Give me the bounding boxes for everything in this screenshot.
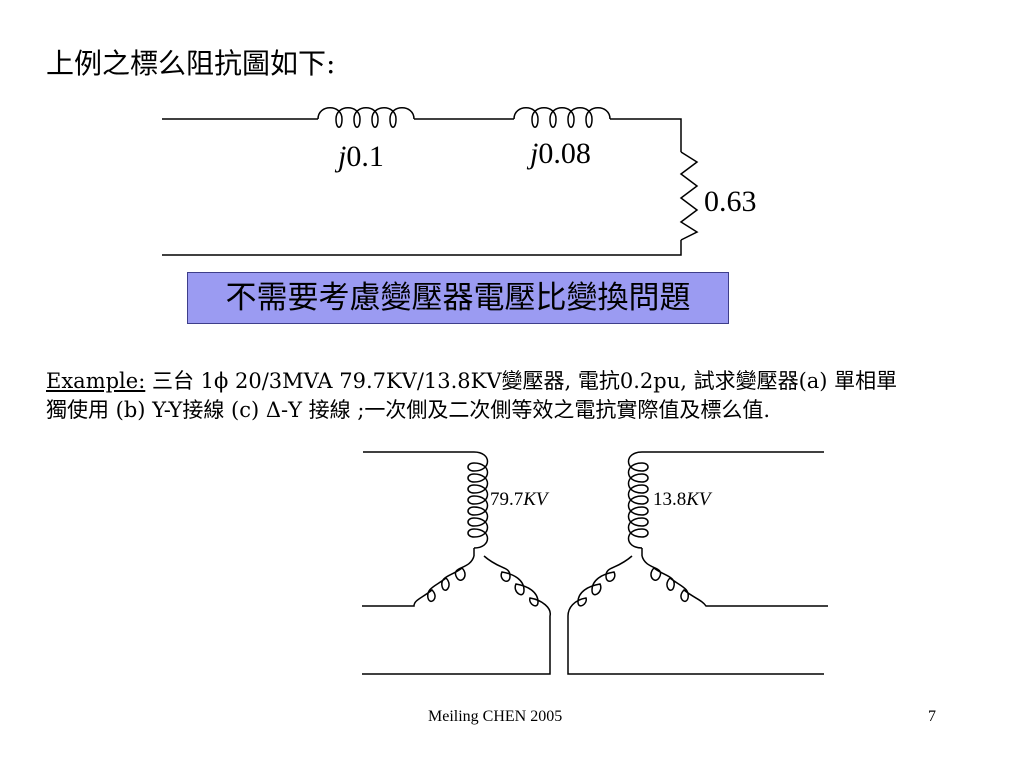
secondary-voltage-unit: KV xyxy=(686,489,711,510)
primary-right-coil xyxy=(362,555,551,675)
secondary-right-coil xyxy=(641,555,828,607)
reactance-x1-value: 0.1 xyxy=(346,140,384,173)
load-resistance-label: 0.63 xyxy=(704,185,757,218)
primary-voltage-label: 79.7KV xyxy=(490,489,548,511)
note-box: 不需要考慮變壓器電壓比變換問題 xyxy=(187,272,729,324)
reactance-x1-prefix: j xyxy=(338,140,347,173)
reactance-x2-label: j0.08 xyxy=(530,137,591,171)
secondary-vertical-coil xyxy=(627,451,649,549)
example-label: Example: xyxy=(46,369,146,393)
example-line-2: 獨使用 (b) Y-Y接線 (c) Δ-Y 接線 ;一次側及二次側等效之電抗實際… xyxy=(46,398,771,422)
example-text: Example: 三台 1ϕ 20/3MVA 79.7KV/13.8KV變壓器,… xyxy=(46,367,991,425)
resistor-load xyxy=(679,151,699,241)
footer-author: Meiling CHEN 2005 xyxy=(428,708,563,725)
reactance-x1-label: j0.1 xyxy=(338,140,384,174)
top-wire-right xyxy=(610,118,682,152)
inductor-x2 xyxy=(513,107,611,128)
primary-voltage-value: 79.7 xyxy=(490,489,524,510)
secondary-voltage-label: 13.8KV xyxy=(653,489,711,511)
reactance-x2-value: 0.08 xyxy=(538,137,591,170)
primary-voltage-unit: KV xyxy=(523,489,548,510)
right-wire xyxy=(162,240,682,256)
example-line-1: 三台 1ϕ 20/3MVA 79.7KV/13.8KV變壓器, 電抗0.2pu,… xyxy=(145,369,898,393)
page-title: 上例之標么阻抗圖如下: xyxy=(46,47,336,80)
primary-vertical-coil xyxy=(467,451,489,549)
secondary-left-coil xyxy=(567,555,824,675)
reactance-x2-prefix: j xyxy=(530,137,539,170)
page-number: 7 xyxy=(928,708,936,725)
primary-left-coil xyxy=(362,555,475,607)
secondary-voltage-value: 13.8 xyxy=(653,489,687,510)
inductor-x1 xyxy=(317,107,415,128)
